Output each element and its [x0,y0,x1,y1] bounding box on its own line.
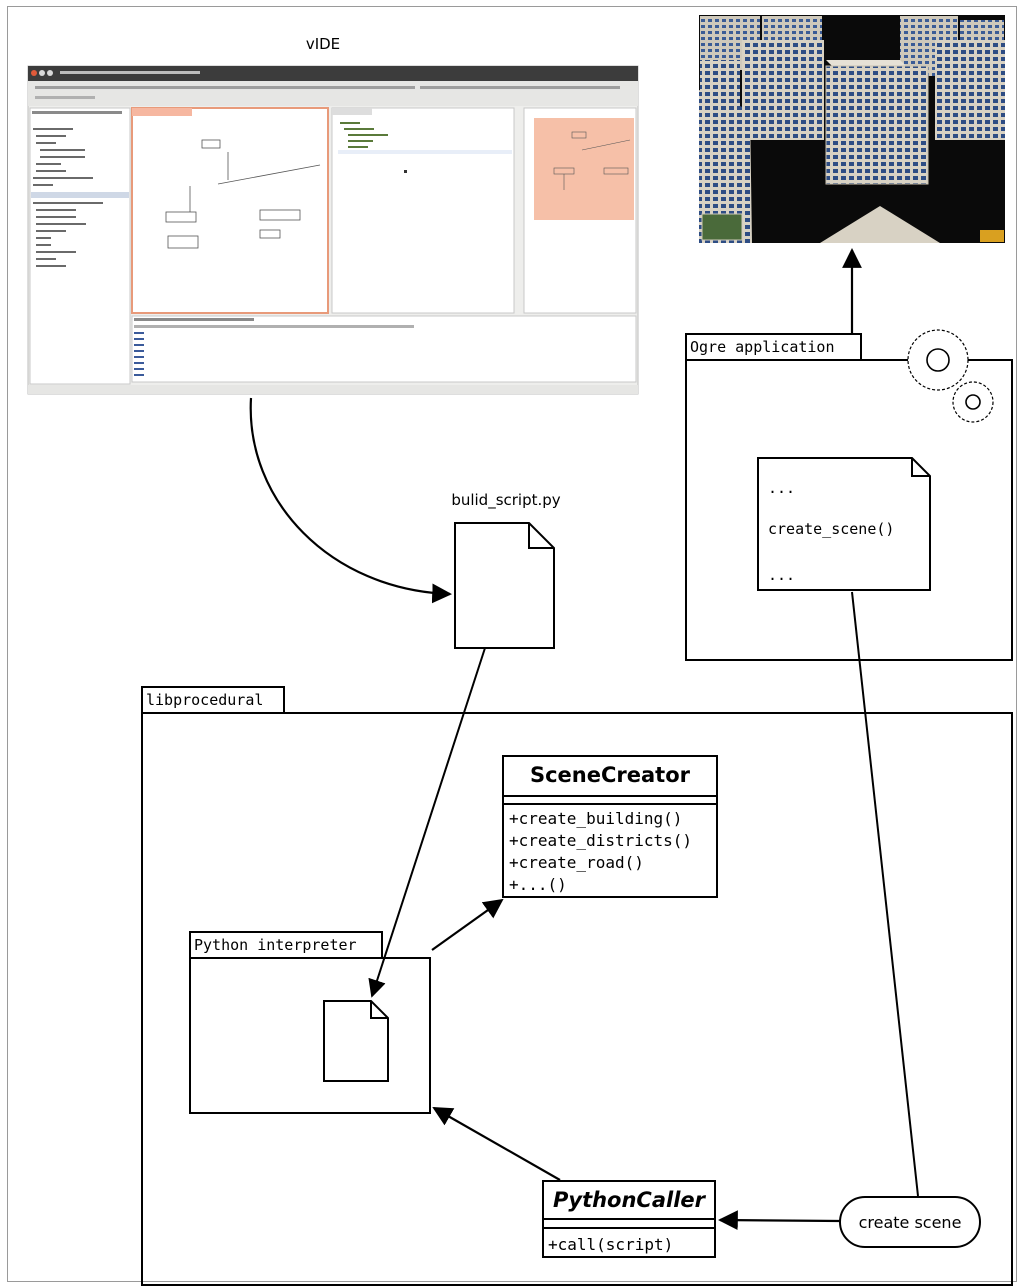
script-file-icon [454,522,555,649]
ide-title: vIDE [306,35,340,53]
scene-creator-method-1: +create_building() [509,809,682,828]
script-file-name: bulid_script.py [451,491,560,510]
arrow-ide-to-script [249,397,452,604]
ogre-code-line-2: create_scene() [768,520,894,538]
ide-screenshot [27,65,639,395]
libprocedural-package [141,686,1013,1286]
python-caller-method-1: +call(script) [548,1235,673,1254]
scene-creator-method-4: +...() [509,875,567,894]
arrow-script-to-interpreter [368,647,486,998]
create-scene-label: create scene [859,1213,962,1232]
render-screenshot [699,15,1005,243]
loaded-script-document [323,1000,389,1082]
python-caller-class [542,1180,716,1258]
scene-creator-method-2: +create_districts() [509,831,692,850]
python-interpreter-package [189,931,431,1114]
arrow-interpreter-to-scenecreator [431,898,504,951]
line-ogre-to-usecase [851,591,919,1197]
scene-creator-method-3: +create_road() [509,853,644,872]
libprocedural-label: libprocedural [146,691,263,709]
ogre-application-label: Ogre application [690,338,835,356]
arrow-caller-to-interpreter [432,1107,561,1181]
python-interpreter-label: Python interpreter [194,936,357,954]
create-scene-usecase [839,1196,981,1248]
arrow-usecase-to-caller [718,1210,841,1231]
python-caller-name: PythonCaller [553,1188,707,1212]
ogre-code-document [757,457,931,591]
scene-creator-name: SceneCreator [530,763,691,787]
scene-creator-class [502,755,718,898]
diagram-frame [7,6,1017,1282]
ogre-code-line-3: ... [768,566,795,584]
ogre-code-line-1: ... [768,479,795,497]
